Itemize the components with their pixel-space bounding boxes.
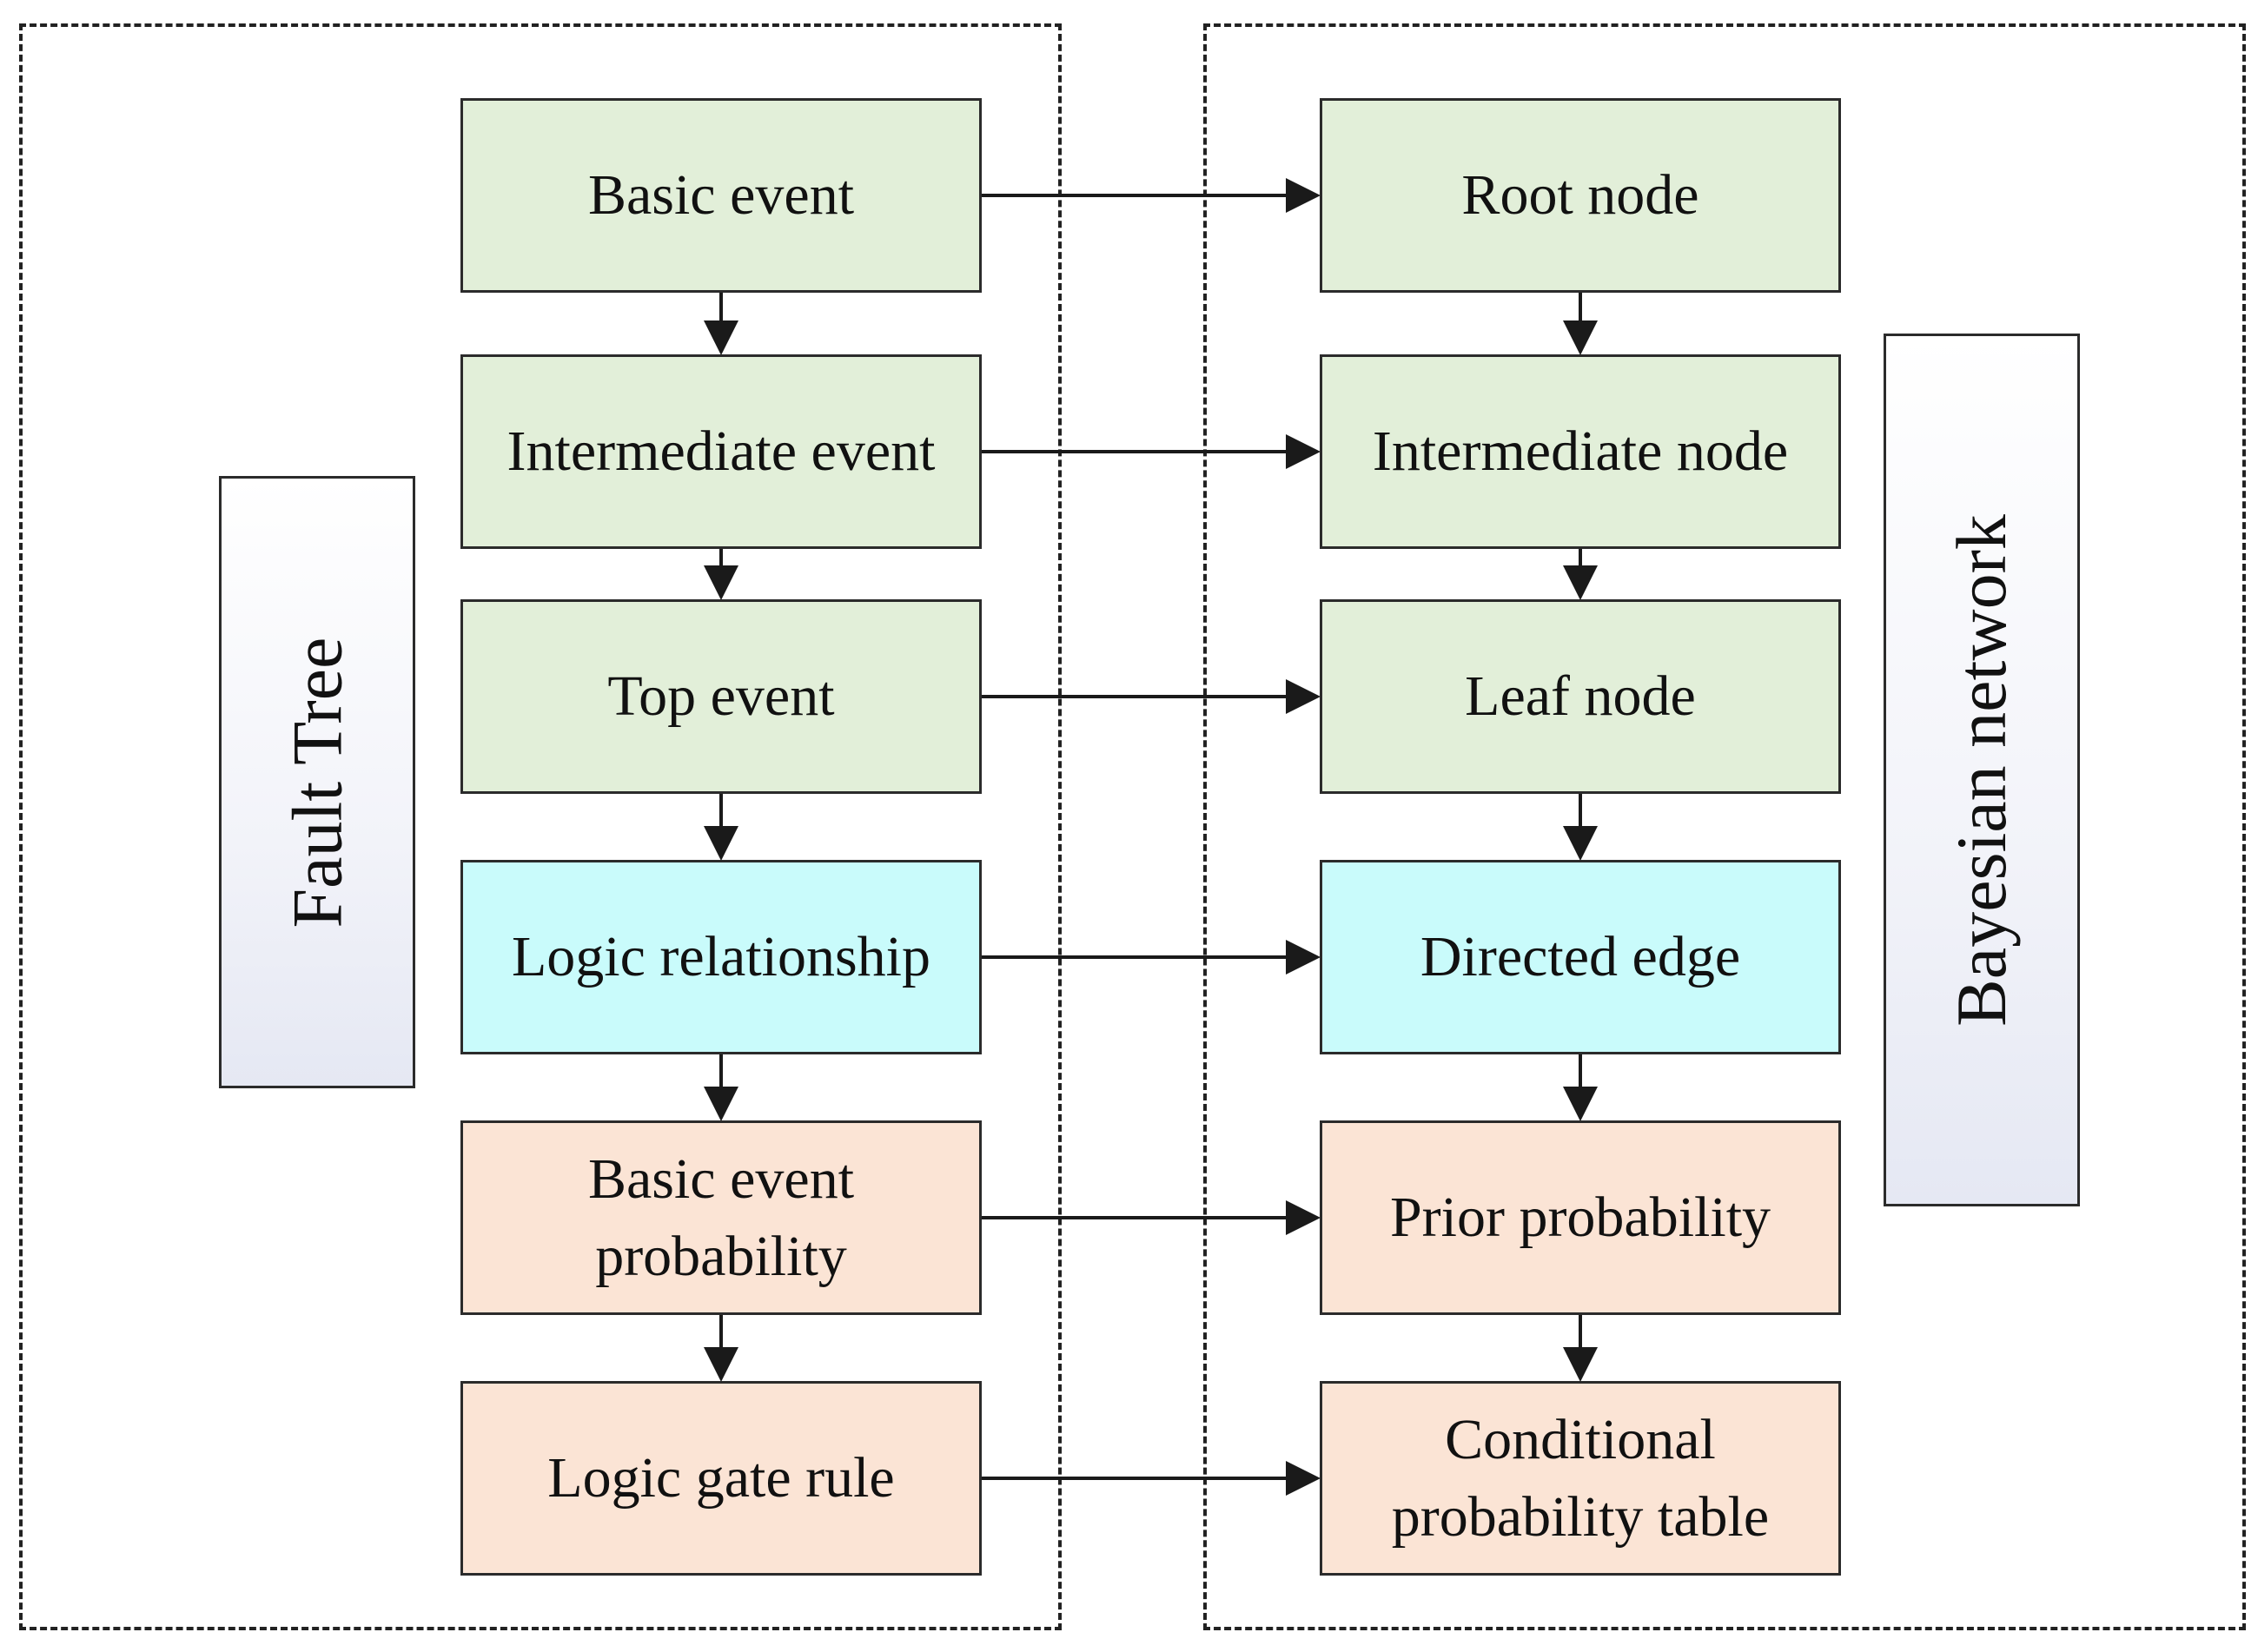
node-top-event: Top event	[460, 599, 982, 794]
fault-tree-label-box: Fault Tree	[219, 476, 415, 1088]
fault-tree-panel	[19, 23, 1062, 1630]
node-logic-relationship: Logic relationship	[460, 860, 982, 1054]
node-root-node: Root node	[1320, 98, 1841, 293]
node-intermediate-event: Intermediate event	[460, 354, 982, 549]
node-conditional-probability-table: Conditional probability table	[1320, 1381, 1841, 1576]
node-directed-edge: Directed edge	[1320, 860, 1841, 1054]
node-basic-event: Basic event	[460, 98, 982, 293]
node-basic-event-probability: Basic event probability	[460, 1120, 982, 1315]
node-intermediate-node: Intermediate node	[1320, 354, 1841, 549]
node-prior-probability: Prior probability	[1320, 1120, 1841, 1315]
node-logic-gate-rule: Logic gate rule	[460, 1381, 982, 1576]
bayesian-network-panel	[1203, 23, 2246, 1630]
node-leaf-node: Leaf node	[1320, 599, 1841, 794]
bayesian-network-label-box: Bayesian network	[1884, 334, 2080, 1206]
